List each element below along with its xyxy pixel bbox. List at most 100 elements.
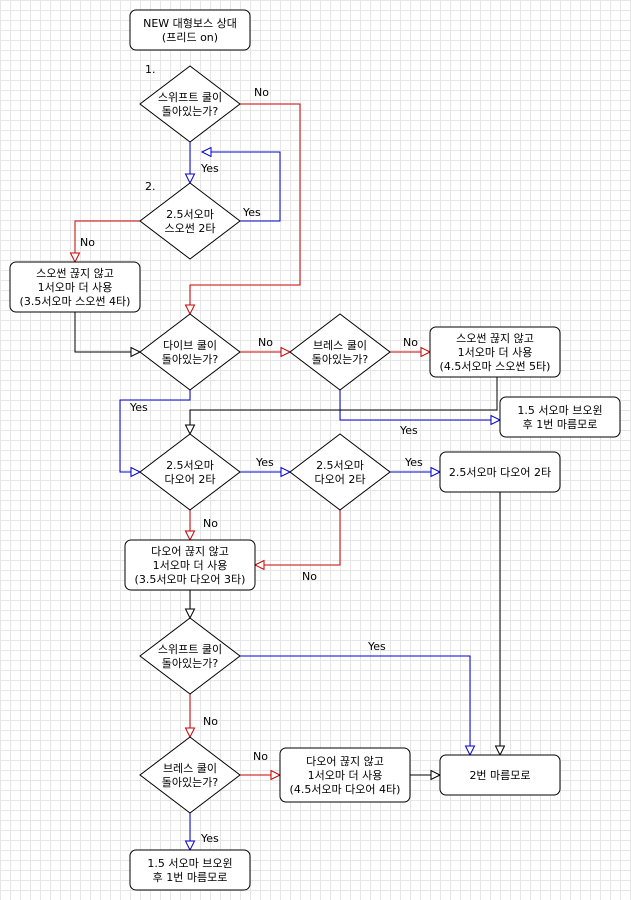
process-2-5-doa-2hit: 2.5서오마 다오어 2타: [439, 451, 561, 493]
edge-doa-a-yes: [240, 466, 292, 478]
process-3-5-soul-4hit-text: 스오썬 끊지 않고: [36, 267, 114, 280]
decision-swift-cooldown-2-shape: [139, 617, 241, 695]
decision-breath-cooldown-2-shape: [139, 736, 241, 814]
edge-swift2-no: [184, 694, 196, 739]
process-4-5-doa-4hit-text: 다오어 끊지 않고: [306, 755, 384, 768]
decision-swift-cooldown-1-shape: [139, 65, 241, 143]
edge-label-breath2-yes: Yes: [200, 832, 219, 845]
decision-2-5-soul-2hit-text: 스오썬 2타: [165, 222, 216, 235]
process-3-5-soul-4hit-shape: [9, 261, 141, 313]
process-2-5-doa-2hit-text: 2.5서오마 다오어 2타: [449, 466, 551, 479]
edge-soul-loop: [200, 146, 281, 222]
process-3-5-doa-3hit-text: 1서오마 더 사용: [153, 559, 228, 572]
edge-25doa-goto2: [494, 492, 506, 757]
process-4-5-soul-5hit-text: 스오썬 끊지 않고: [456, 332, 534, 345]
process-1-5-breath-1-text: 1.5 서오마 브오윈: [517, 403, 602, 417]
edge-swift2-yes: [240, 655, 476, 757]
process-1-5-breath-2-text: 1.5 서오마 브오윈: [147, 856, 232, 870]
process-1-5-breath-2-shape: [129, 849, 251, 891]
edge-label-doa-a-no: No: [203, 517, 218, 530]
process-3-5-doa-3hit-shape: [124, 539, 256, 591]
decision-2-5-doa-a-text: 2.5서오마: [166, 459, 214, 472]
decision-breath-cooldown-1-shape: [289, 313, 391, 391]
edge-dive-no: [240, 346, 292, 358]
edge-doa-b-no: [253, 510, 341, 571]
edge-label-soul-no: No: [80, 236, 95, 249]
process-1-5-breath-1-text: 후 1번 마름모로: [523, 418, 598, 431]
decision-2-5-doa-b-shape: [289, 433, 391, 511]
decision-2-5-doa-a-shape: [139, 433, 241, 511]
edge-label-doa-b-no: No: [302, 570, 317, 583]
process-2-5-doa-2hit-shape: [439, 451, 561, 493]
decision-breath-cooldown-1-text: 돌아있는가?: [312, 353, 369, 366]
edge-label-swift2-no: No: [203, 715, 218, 728]
decision-breath-cooldown-2-text: 브레스 쿨이: [163, 762, 217, 775]
edge-breath1-no: [390, 346, 432, 358]
edge-label-breath2-no: No: [253, 750, 268, 763]
process-goto-diamond-2-text: 2번 마름모로: [469, 769, 530, 782]
edge-breath2-no: [240, 769, 282, 781]
edge-45soul-down: [184, 377, 498, 436]
decision-2-5-doa-b-text: 다오어 2타: [315, 473, 366, 486]
edge-doa-b-yes: [390, 466, 442, 478]
decision-swift-cooldown-2-text: 스위프트 쿨이: [158, 643, 222, 656]
edge-35doa-down: [184, 590, 196, 620]
decision-breath-cooldown-1-text: 브레스 쿨이: [313, 339, 367, 352]
decision-dive-cooldown-text: 돌아있는가?: [162, 353, 219, 366]
edge-label-soul-yes: Yes: [242, 206, 261, 219]
start-node-shape: [129, 9, 251, 51]
edge-35soul-dive: [74, 312, 142, 358]
process-4-5-doa-4hit-text: 1서오마 더 사용: [308, 769, 383, 782]
edge-label-swift1-no: No: [254, 86, 269, 99]
edge-label-dive-yes: Yes: [129, 401, 148, 414]
decision-swift-cooldown-2-text: 돌아있는가?: [162, 657, 219, 670]
decision-2-5-soul-2hit-number: 2.: [145, 180, 156, 193]
edge-label-breath1-yes: Yes: [399, 424, 418, 437]
edge-doa-a-no: [184, 510, 196, 542]
edge-breath1-yes: [339, 390, 502, 426]
edge-swift1-no: [184, 103, 301, 316]
decision-2-5-soul-2hit-text: 2.5서오마: [166, 208, 214, 221]
decision-2-5-doa-a-text: 다오어 2타: [165, 473, 216, 486]
process-goto-diamond-2-shape: [439, 754, 561, 796]
process-4-5-doa-4hit-text: (4.5서오마 다오어 4타): [290, 783, 401, 796]
decision-dive-cooldown-text: 다이브 쿨이: [163, 339, 217, 352]
edge-label-breath1-no: No: [403, 336, 418, 349]
process-3-5-doa-3hit-text: (3.5서오마 다오어 3타): [135, 573, 246, 586]
edge-swift1-yes: [184, 142, 196, 185]
edge-label-doa-b-yes: Yes: [404, 456, 423, 469]
process-4-5-doa-4hit-shape: [279, 747, 411, 803]
decision-swift-cooldown-1-text: 돌아있는가?: [162, 105, 219, 118]
process-goto-diamond-2: 2번 마름모로: [439, 754, 561, 796]
process-3-5-soul-4hit-text: (3.5서오마 스오썬 4타): [20, 295, 131, 308]
decision-2-5-soul-2hit-shape: [139, 182, 241, 260]
edge-label-swift2-yes: Yes: [367, 640, 386, 653]
process-4-5-soul-5hit-text: (4.5서오마 스오썬 5타): [440, 360, 551, 373]
decision-dive-cooldown-shape: [139, 313, 241, 391]
decision-breath-cooldown-2-text: 돌아있는가?: [162, 776, 219, 789]
decision-swift-cooldown-1-text: 스위프트 쿨이: [158, 91, 222, 104]
process-1-5-breath-1-shape: [499, 396, 621, 438]
process-3-5-doa-3hit-text: 다오어 끊지 않고: [151, 545, 229, 558]
start-node-text: (프리드 on): [162, 31, 218, 44]
edge-breath2-yes: [184, 813, 196, 852]
edge-dive-yes: [119, 390, 191, 478]
process-4-5-soul-5hit-text: 1서오마 더 사용: [458, 346, 533, 359]
start-node-text: NEW 대형보스 상대: [143, 17, 237, 30]
start-node: NEW 대형보스 상대(프리드 on): [129, 9, 251, 51]
